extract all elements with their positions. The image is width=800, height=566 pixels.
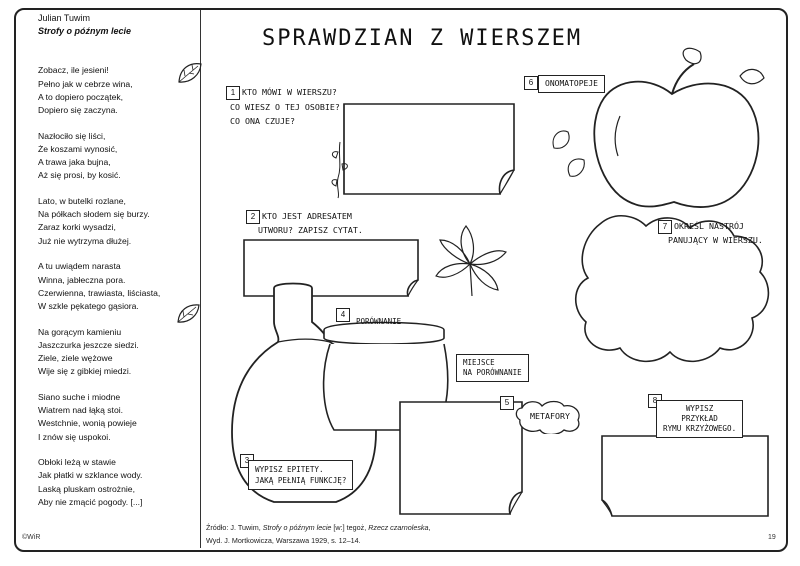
task-8-answer-box[interactable]	[598, 426, 772, 524]
task-5-answer-box[interactable]	[396, 396, 526, 518]
task-2-line2: UTWORU? ZAPISZ CYTAT.	[258, 225, 363, 235]
poem-line: Aby nie zmącić pogody. [...]	[38, 496, 143, 507]
poem-line: Jaszczurka jeszcze siedzi.	[38, 339, 139, 350]
task-8-tag: WYPISZ PRZYKŁAD RYMU KRZYŻOWEGO.	[656, 400, 744, 438]
poem-line: A trawa jaka bujna,	[38, 157, 111, 168]
poem-line: Zaraz korki wysadzi,	[38, 222, 116, 233]
poem-line: Na półkach słodem się burzy.	[38, 209, 150, 220]
task-3-line2: JAKĄ PEŁNIĄ FUNKCJĘ?	[255, 476, 347, 485]
poem-line: Lato, w butelki rozlane,	[38, 196, 126, 207]
task-1-number: 1	[226, 86, 240, 100]
poem-line: Westchnie, wonią powieje	[38, 418, 137, 429]
poem-line: Nazłociło się liści,	[38, 130, 106, 141]
poem-stanza: A tu uwiądem narasta Winna, jabłeczna po…	[38, 260, 198, 313]
column-divider	[200, 10, 201, 548]
task-3-line1: WYPISZ EPITETY.	[255, 465, 324, 474]
task-6-label: ONOMATOPEJE	[538, 75, 605, 93]
poem-stanza: Lato, w butelki rozlane, Na półkach słod…	[38, 195, 198, 248]
poem-line: Zobacz, ile jesieni!	[38, 65, 109, 76]
task-7-line2: PANUJĄCY W WIERSZU.	[668, 235, 763, 245]
poem-line: Ziele, ziele wężowe	[38, 353, 113, 364]
source-line2: Wyd. J. Mortkowicza, Warszawa 1929, s. 1…	[206, 536, 361, 545]
task-4-place-line1: MIEJSCE	[463, 358, 495, 367]
poem-line: Aż się prosi, by kosić.	[38, 170, 121, 181]
jar-answer-shape[interactable]	[320, 314, 470, 432]
poem-line: Siano suche i miodne	[38, 391, 121, 402]
poem-line: Wije się z gibkiej miedzi.	[38, 366, 132, 377]
poem-line: Że koszami wynosić,	[38, 143, 118, 154]
chestnut-leaf-icon	[435, 225, 507, 297]
poem-stanza: Zobacz, ile jesieni! Pełno jak w cebrze …	[38, 64, 198, 117]
task-4-label: PORÓWNANIE	[356, 317, 402, 326]
poem-stanza: Siano suche i miodne Wiatrem nad łąką st…	[38, 391, 198, 444]
task-8-line3: RYMU KRZYŻOWEGO.	[663, 424, 737, 433]
leaf-vine-icon	[331, 141, 348, 199]
task-1-line1: KTO MÓWI W WIERSZU?	[242, 87, 337, 97]
leaf-icon	[178, 63, 202, 83]
poem-line: Laską pluskam ostrożnie,	[38, 483, 135, 494]
poem-line: W szkle pękatego gąsiora.	[38, 300, 139, 311]
poem-line: Na gorącym kamieniu	[38, 326, 122, 337]
poem-line: Winna, jabłeczna pora.	[38, 274, 126, 285]
source-line1: Źródło: J. Tuwim, Strofy o późnym lecie …	[206, 523, 431, 532]
task-2-number: 2	[246, 210, 260, 224]
poem-line: Obłoki leżą w stawie	[38, 457, 116, 468]
apple-answer-shape[interactable]	[560, 46, 780, 218]
poem-line: Pełno jak w cebrze wina,	[38, 78, 133, 89]
task-8-line1: WYPISZ	[685, 404, 714, 413]
poem-author: Julian Tuwim	[38, 13, 91, 23]
task-1-line3: CO ONA CZUJE?	[230, 116, 295, 126]
task-1-answer-box[interactable]	[330, 100, 522, 198]
task-8-line2: PRZYKŁAD	[681, 414, 718, 423]
bottle-answer-shape[interactable]	[226, 282, 386, 512]
task-2-line1: KTO JEST ADRESATEM	[262, 211, 352, 221]
leaf-icon	[177, 304, 200, 323]
task-4-place-line2: NA PORÓWNANIE	[463, 368, 522, 377]
source-book: Rzecz czarnoleska	[368, 523, 429, 532]
task-2-answer-box[interactable]	[240, 236, 422, 300]
mood-cloud-shape[interactable]	[570, 206, 776, 372]
poem-line: A tu uwiądem narasta	[38, 261, 121, 272]
task-4-number: 4	[336, 308, 350, 322]
page-number: 19	[768, 534, 776, 541]
worksheet-heading: SPRAWDZIAN Z WIERSZEM	[262, 26, 583, 51]
source-mid: [w:] tegoż,	[331, 523, 369, 532]
task-5-cloud-tag	[515, 400, 580, 434]
poem-line: Czerwienna, trawiasta, liściasta,	[38, 287, 161, 298]
poem-line: Dopiero się zaczyna.	[38, 105, 118, 116]
poem-line: I znów się uspokoi.	[38, 431, 111, 442]
task-4-place-tag[interactable]: MIEJSCE NA PORÓWNANIE	[456, 354, 529, 382]
task-3-tag: WYPISZ EPITETY. JAKĄ PEŁNIĄ FUNKCJĘ?	[248, 460, 354, 490]
poem-stanza: Nazłociło się liści, Że koszami wynosić,…	[38, 130, 198, 183]
poem-line: Jak płatki w szklance wody.	[38, 470, 143, 481]
task-5-label: METAFORY	[530, 411, 570, 421]
poem-stanza: Obłoki leżą w stawie Jak płatki w szklan…	[38, 456, 198, 509]
task-7-line1: OKREŚL NASTRÓJ	[674, 221, 744, 231]
copyright-mark: ©WiR	[22, 534, 41, 541]
task-5-number: 5	[500, 396, 514, 410]
poem-line: Wiatrem nad łąką stoi.	[38, 405, 124, 416]
poem-title: Strofy o późnym lecie	[38, 26, 132, 37]
source-prefix: Źródło: J. Tuwim,	[206, 523, 263, 532]
poem-column: Julian Tuwim Strofy o późnym lecie Zobac…	[38, 12, 198, 522]
page-frame	[14, 8, 788, 552]
poem-stanza: Na gorącym kamieniu Jaszczurka jeszcze s…	[38, 326, 198, 379]
poem-line: A to dopiero początek,	[38, 91, 124, 102]
task-1-line2: CO WIESZ O TEJ OSOBIE?	[230, 102, 340, 112]
poem-line: Już nie wytrzyma dłużej.	[38, 235, 132, 246]
task-6-number: 6	[524, 76, 538, 90]
source-poem-title: Strofy o późnym lecie	[262, 523, 332, 532]
leaf-icon	[552, 130, 585, 177]
task-7-number: 7	[658, 220, 672, 234]
source-citation: Źródło: J. Tuwim, Strofy o późnym lecie …	[206, 521, 431, 547]
